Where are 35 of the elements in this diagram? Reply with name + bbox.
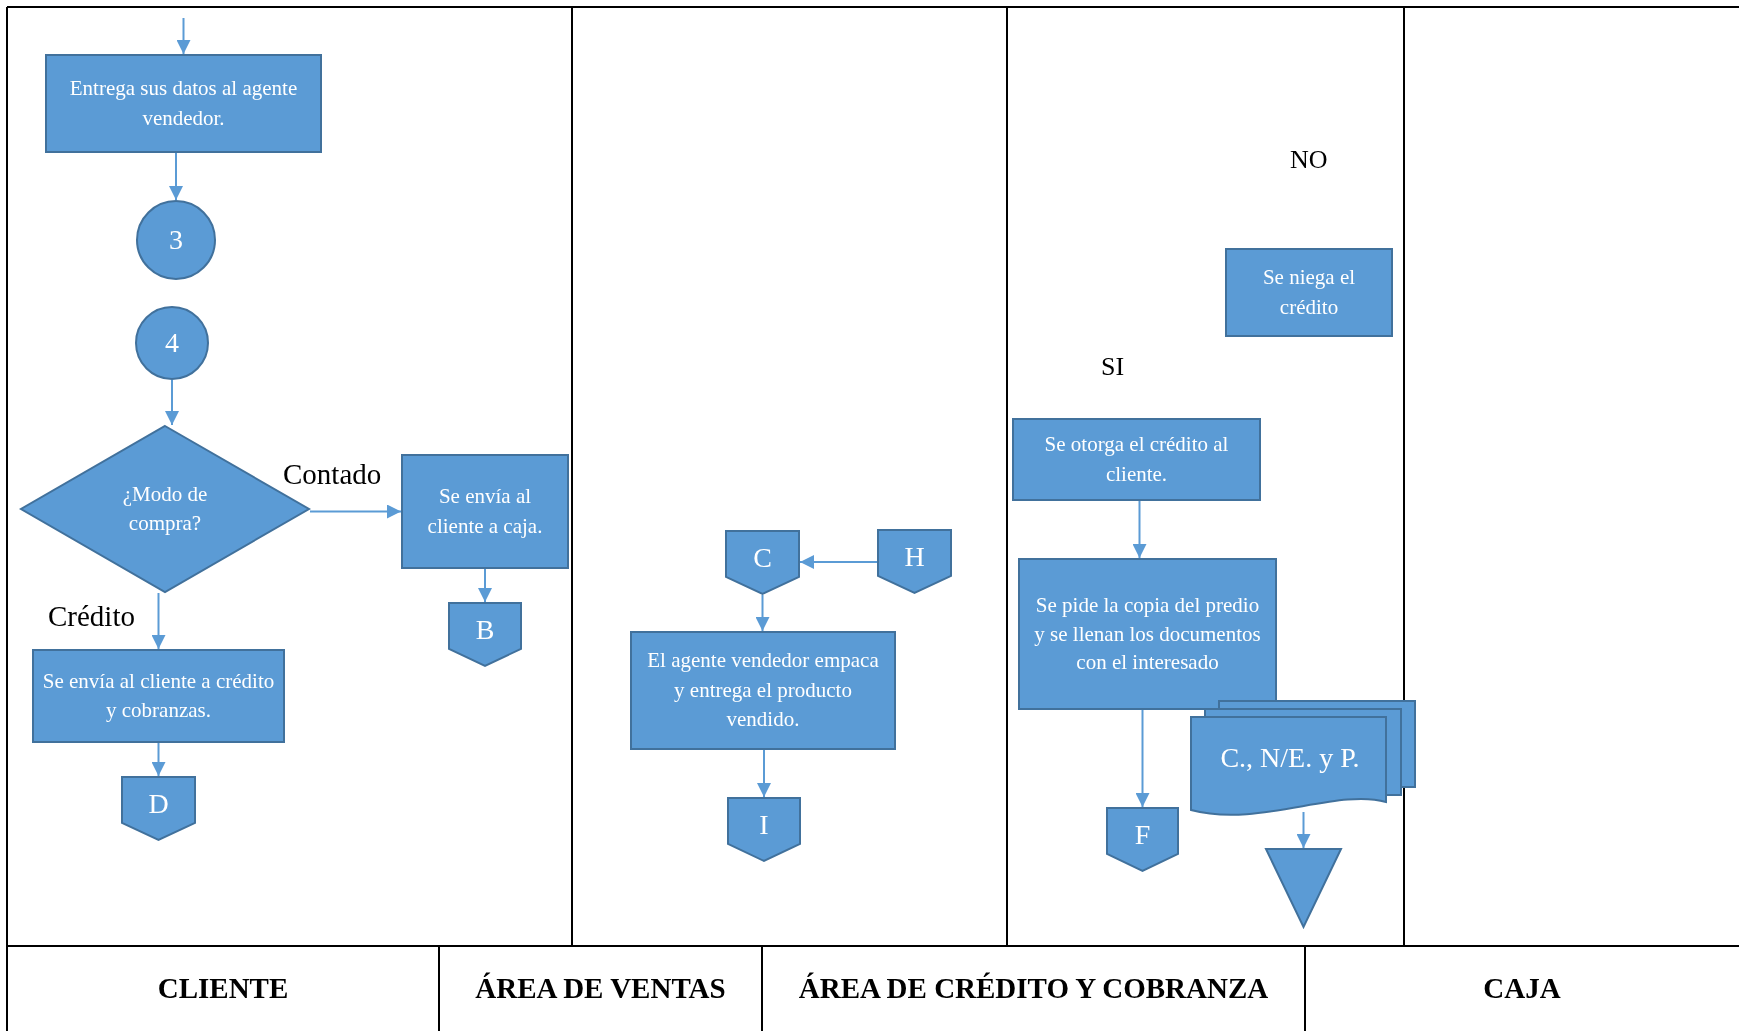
arrow (176, 17, 191, 55)
arrow (309, 504, 402, 519)
arrow (169, 152, 183, 201)
arrow (757, 749, 771, 798)
process-box: Se pide la copia del predio y se llenan los documentos con el interesado (1018, 558, 1277, 710)
arrow (1135, 709, 1150, 808)
process-box: El agente vendedor empaca y entrega el producto vendido. (630, 631, 896, 750)
merge-triangle (1265, 848, 1342, 928)
arrow (165, 379, 179, 426)
decision-outcome-label: NO (1290, 145, 1328, 175)
process-box: Se envía al cliente a caja. (401, 454, 569, 569)
connector-circle: 4 (135, 306, 209, 380)
arrow (151, 742, 166, 777)
arrow (478, 568, 492, 603)
arrow (755, 594, 770, 632)
arrow (151, 592, 166, 650)
off-page-connector: B (448, 602, 522, 667)
column-header: CLIENTE (156, 970, 290, 1006)
off-page-connector: D (121, 776, 196, 841)
off-page-connector: I (727, 797, 801, 862)
arrow (799, 555, 878, 569)
arrow (1296, 811, 1311, 849)
process-box: Se niega el crédito (1225, 248, 1393, 337)
process-box: Entrega sus datos al agente vendedor. (45, 54, 322, 153)
off-page-connector: C (725, 530, 800, 595)
connector-circle: 3 (136, 200, 216, 280)
process-box: Se envía al cliente a crédito y cobranzas. (32, 649, 285, 743)
column-header: ÁREA DE CRÉDITO Y COBRANZA (797, 970, 1270, 1006)
process-box: Se otorga el crédito al cliente. (1012, 418, 1261, 501)
off-page-connector: F (1106, 807, 1179, 872)
column-header: CAJA (1482, 970, 1562, 1006)
off-page-connector: H (877, 529, 952, 594)
arrow (1132, 500, 1147, 559)
decision-outcome-label: SI (1101, 352, 1125, 382)
column-header: ÁREA DE VENTAS (474, 970, 727, 1006)
